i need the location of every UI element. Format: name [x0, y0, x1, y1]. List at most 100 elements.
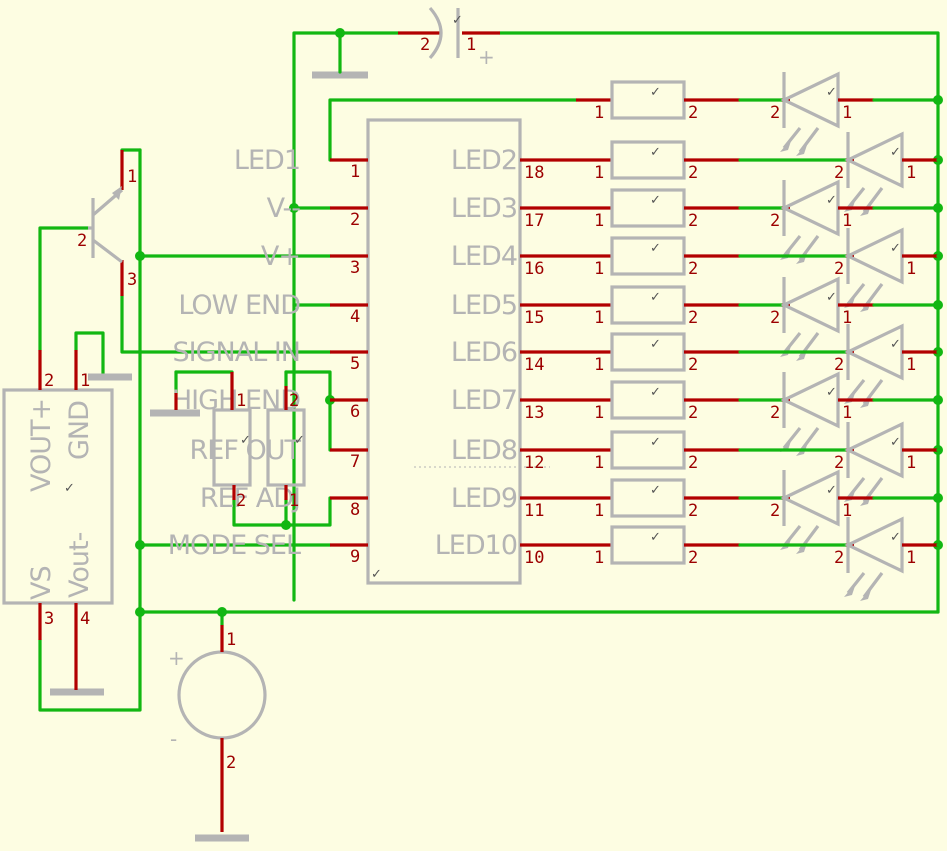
chip-pin-number: 2: [350, 210, 360, 230]
junction-dot: [135, 251, 145, 261]
chip-pin-number: 11: [524, 501, 544, 521]
chip-left-label: LED1: [234, 145, 300, 176]
led-pin-label: 2: [834, 548, 844, 568]
led-pin-label: 2: [770, 403, 780, 423]
resistor[interactable]: [610, 188, 686, 228]
led-pin-label: 2: [770, 211, 780, 231]
chip-right-label: LED4: [451, 241, 517, 272]
led[interactable]: [780, 71, 840, 129]
led-pin-label: 1: [906, 453, 916, 473]
resistor-pin-label: 1: [594, 548, 604, 568]
sensor-label-vout-minus: Vout-: [64, 532, 95, 598]
check-icon: ✓: [294, 433, 305, 448]
led-pin-label: 2: [834, 453, 844, 473]
led-pin-label: 1: [906, 163, 916, 183]
resistor-pin-label: 2: [688, 259, 698, 279]
capacitor[interactable]: 2 1 + ✓: [312, 6, 500, 79]
sensor-label-vout-plus: VOUT+: [26, 399, 57, 492]
wire-signal-in: [120, 294, 332, 354]
sensor-pin-label: 1: [80, 371, 90, 391]
check-icon: ✓: [650, 290, 661, 305]
check-icon: ✓: [650, 241, 661, 256]
led-pin-label: 2: [770, 501, 780, 521]
chip-left-label: MODE SEL: [168, 530, 301, 561]
resistor[interactable]: [610, 236, 686, 276]
pot-pin-label: 2: [289, 391, 299, 411]
resistor[interactable]: [610, 380, 686, 420]
chip-left-label: V--: [267, 193, 301, 224]
wire-low-end-net: [292, 31, 400, 602]
led-pin-label: 2: [834, 355, 844, 375]
source-plus: +: [168, 646, 184, 670]
wires: [38, 31, 940, 712]
chip-pin-number: 15: [524, 308, 544, 328]
led-pin-label: 2: [770, 308, 780, 328]
source-pin-label: 1: [226, 630, 236, 650]
voltage-source[interactable]: 1 2 + -: [168, 625, 267, 842]
junction-dot: [289, 203, 299, 213]
resistor[interactable]: [610, 525, 686, 565]
chip-pin-number: 7: [350, 452, 360, 472]
resistor[interactable]: [610, 285, 686, 325]
led[interactable]: [780, 179, 840, 237]
check-icon: ✓: [826, 483, 837, 498]
led[interactable]: [844, 421, 904, 479]
transistor[interactable]: 1 2 3: [77, 150, 137, 296]
led[interactable]: [844, 323, 904, 381]
led[interactable]: [780, 469, 840, 527]
capacitor-polarity: +: [478, 45, 494, 69]
led[interactable]: [844, 516, 904, 574]
check-icon: ✓: [890, 145, 901, 160]
transistor-pin-label: 3: [127, 270, 137, 290]
check-icon: ✓: [371, 567, 382, 582]
resistor[interactable]: [610, 430, 686, 470]
reference-resistors[interactable]: 1 2 2 1 ✓ ✓: [150, 372, 306, 511]
resistor-pin-label: 2: [688, 103, 698, 123]
chip-left-label: REF ADJ: [200, 483, 300, 514]
led-pin-label: 1: [842, 308, 852, 328]
resistor[interactable]: [610, 80, 686, 120]
led-pin-label: 1: [906, 355, 916, 375]
led[interactable]: [780, 276, 840, 334]
chip-pin-number: 3: [350, 258, 360, 278]
check-icon: ✓: [890, 241, 901, 256]
check-icon: ✓: [826, 290, 837, 305]
resistor[interactable]: [610, 140, 686, 180]
chip-pin-number: 1: [350, 162, 360, 182]
junction-dot: [217, 607, 227, 617]
sensor-label-vs: VS: [26, 566, 57, 600]
sensor-module[interactable]: 2 1 3 4 VOUT+ GND VS Vout- ✓: [2, 350, 132, 696]
wire-led1: [328, 98, 578, 162]
resistor-pin-label: 1: [594, 259, 604, 279]
led[interactable]: [844, 131, 904, 189]
chip-pin-number: 13: [524, 403, 544, 423]
led[interactable]: [780, 371, 840, 429]
check-icon: ✓: [650, 193, 661, 208]
chip-pin-number: 16: [524, 259, 544, 279]
resistor[interactable]: [610, 478, 686, 518]
led-pin-label: 1: [906, 259, 916, 279]
check-icon: ✓: [64, 481, 75, 496]
chip-pin-number: 6: [350, 402, 360, 422]
check-icon: ✓: [650, 337, 661, 352]
led-pin-label: 2: [770, 103, 780, 123]
resistor-pin-label: 1: [594, 453, 604, 473]
resistor-pin-label: 2: [688, 163, 698, 183]
wire-right-rail: [498, 31, 940, 614]
chip-pin-number: 17: [524, 211, 544, 231]
chip-pin-number: 18: [524, 163, 544, 183]
light-arrow-icon: [782, 127, 820, 153]
resistor[interactable]: [610, 332, 686, 372]
pot-pin-label: 1: [236, 391, 246, 411]
led[interactable]: [844, 227, 904, 285]
check-icon: ✓: [650, 530, 661, 545]
led-pin-label: 1: [842, 211, 852, 231]
chip-pin-number: 14: [524, 355, 544, 375]
resistor-pin-label: 2: [688, 453, 698, 473]
